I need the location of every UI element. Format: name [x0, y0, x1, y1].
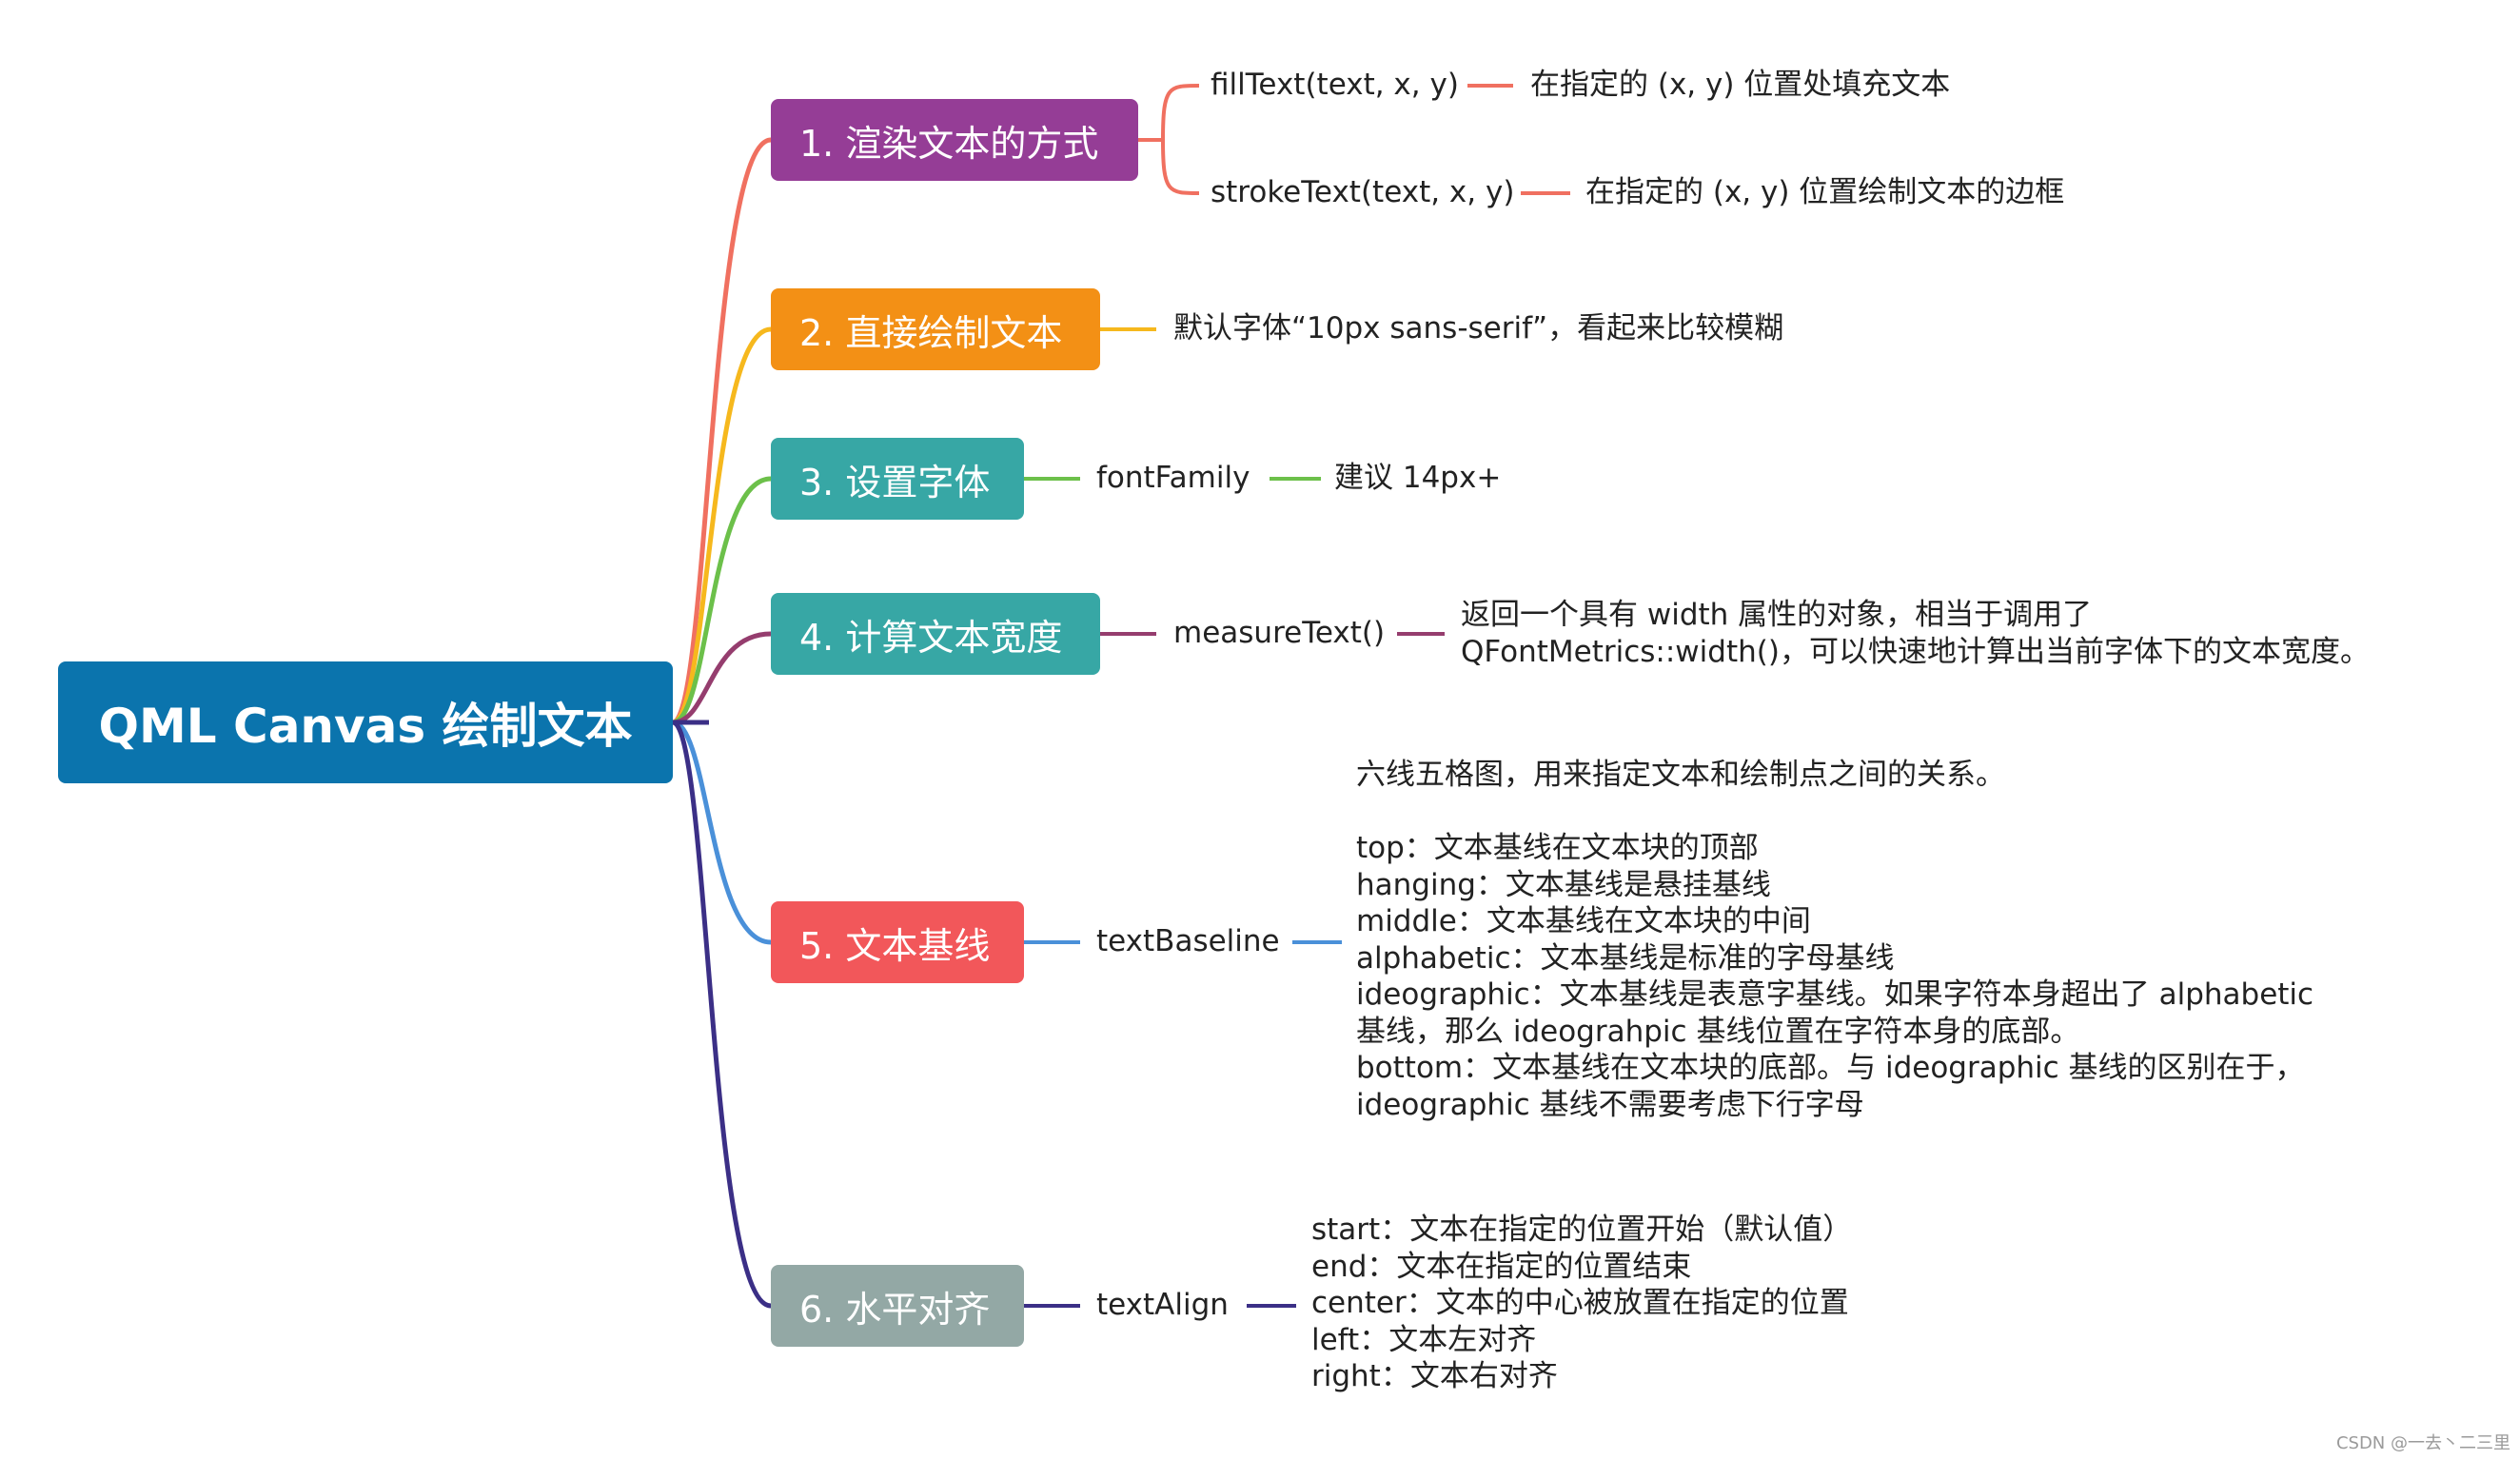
branch-label: 2. 直接绘制文本 — [799, 311, 1063, 354]
branch-label: 3. 设置字体 — [799, 461, 991, 503]
branch-label: 1. 渲染文本的方式 — [799, 122, 1099, 165]
connector-branch-1 — [671, 137, 772, 725]
default-font-description: 默认字体“10px sans-serif”，看起来比较模糊 — [1173, 311, 1784, 345]
watermark: CSDN @一去丶二三里 — [2335, 1433, 2510, 1453]
fill-text-description: 在指定的 (x, y) 位置处填充文本 — [1530, 68, 1951, 102]
branch-node-1[interactable]: 1. 渲染文本的方式 — [771, 99, 1138, 181]
font-size-advice: 建议 14px+ — [1334, 461, 1502, 495]
branch-node-5[interactable]: 5. 文本基线 — [771, 901, 1024, 983]
branch-label: 6. 水平对齐 — [799, 1288, 991, 1331]
fill-text-method[interactable]: fillText(text, x, y) — [1211, 68, 1459, 102]
stroke-text-description: 在指定的 (x, y) 位置绘制文本的边框 — [1585, 175, 2065, 209]
branch-node-3[interactable]: 3. 设置字体 — [771, 438, 1024, 520]
branch-node-6[interactable]: 6. 水平对齐 — [771, 1265, 1024, 1347]
text-baseline-method[interactable]: textBaseline — [1096, 924, 1280, 958]
branch-label: 5. 文本基线 — [799, 924, 991, 967]
root-node[interactable]: QML Canvas 绘制文本 — [58, 661, 673, 783]
stroke-text-method[interactable]: strokeText(text, x, y) — [1211, 175, 1515, 209]
connector-branch-2 — [672, 326, 772, 725]
text-baseline-description: 六线五格图，用来指定文本和绘制点之间的关系。 top：文本基线在文本块的顶部 h… — [1356, 758, 2314, 1122]
root-label: QML Canvas 绘制文本 — [98, 699, 633, 754]
text-align-method[interactable]: textAlign — [1096, 1288, 1229, 1322]
branch-node-2[interactable]: 2. 直接绘制文本 — [771, 288, 1100, 370]
text-align-description: start：文本在指定的位置开始（默认值） end：文本在指定的位置结束 cen… — [1311, 1213, 1853, 1393]
font-family-method[interactable]: fontFamily — [1096, 461, 1250, 495]
connector-branch-4 — [672, 631, 772, 725]
connector-fork-1 — [1138, 84, 1200, 195]
connector-branch-6 — [671, 720, 772, 1309]
measure-text-description: 返回一个具有 width 属性的对象，相当于调用了 QFontMetrics::… — [1461, 598, 2370, 669]
measure-text-method[interactable]: measureText() — [1173, 616, 1386, 650]
connector-branch-3 — [672, 476, 772, 725]
branch-node-4[interactable]: 4. 计算文本宽度 — [771, 593, 1100, 675]
connector-branch-5 — [672, 720, 772, 945]
branch-label: 4. 计算文本宽度 — [799, 616, 1063, 659]
